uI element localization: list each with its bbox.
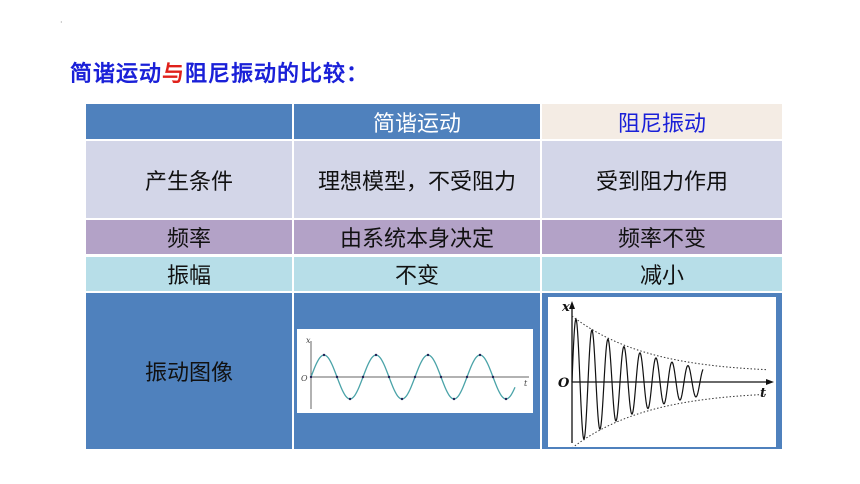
shm-wave-dot xyxy=(400,397,404,401)
row-condition-shm: 理想模型，不受阻力 xyxy=(294,141,540,218)
row-amplitude-shm: 不变 xyxy=(294,257,540,291)
damped-graph-svg: x O t xyxy=(558,300,774,449)
shm-wave-dot xyxy=(335,375,339,379)
shm-wave-dot xyxy=(387,375,391,379)
row-graph-label: 振动图像 xyxy=(86,293,292,449)
shm-wave-dot xyxy=(374,353,378,357)
shm-wave-dot xyxy=(478,353,482,357)
row-frequency-damped: 频率不变 xyxy=(542,220,782,254)
damped-wave-curve xyxy=(571,317,704,441)
damped-graph-image: x O t xyxy=(548,297,776,449)
shm-wave-dot xyxy=(413,375,417,379)
shm-wave-dot xyxy=(426,353,430,357)
shm-wave-dot xyxy=(452,397,456,401)
shm-x-label: x xyxy=(306,336,311,345)
slide-marker: · xyxy=(60,18,63,27)
damped-x-label: x xyxy=(561,300,570,315)
shm-wave-dot xyxy=(322,353,326,357)
row-condition-label: 产生条件 xyxy=(86,141,292,218)
slide-title: 简谐运动与阻尼振动的比较： xyxy=(70,56,369,88)
row-amplitude-damped: 减小 xyxy=(542,257,782,291)
damped-envelope-lower xyxy=(571,393,769,449)
shm-wave-dot xyxy=(348,397,352,401)
header-empty-cell xyxy=(86,104,292,139)
row-amplitude-label: 振幅 xyxy=(86,257,292,291)
damped-t-label: t xyxy=(760,386,766,401)
row-frequency-shm: 由系统本身决定 xyxy=(294,220,540,254)
shm-wave-dot xyxy=(491,375,495,379)
shm-wave-dot xyxy=(504,397,508,401)
row-condition-damped: 受到阻力作用 xyxy=(542,141,782,218)
shm-wave-dot xyxy=(361,375,365,379)
row-graph-label-text: 振动图像 xyxy=(144,361,233,386)
damped-envelope-upper xyxy=(571,315,769,371)
shm-t-label: t xyxy=(524,379,528,388)
shm-graph-svg: x O t xyxy=(301,336,529,409)
title-part-damped: 阻尼振动的比较： xyxy=(185,62,370,87)
row-frequency-label: 频率 xyxy=(86,220,292,254)
shm-wave-dots xyxy=(309,353,508,401)
shm-graph-image: x O t xyxy=(297,329,533,413)
title-part-shm: 简谐运动 xyxy=(70,62,163,87)
shm-wave-dot xyxy=(309,375,313,379)
shm-wave-dot xyxy=(439,375,443,379)
shm-origin-label: O xyxy=(301,374,308,383)
title-connector: 与 xyxy=(162,62,186,87)
damped-origin-label: O xyxy=(558,376,570,391)
header-damped: 阻尼振动 xyxy=(542,104,782,139)
header-shm: 简谐运动 xyxy=(294,104,540,139)
shm-wave-dot xyxy=(465,375,469,379)
